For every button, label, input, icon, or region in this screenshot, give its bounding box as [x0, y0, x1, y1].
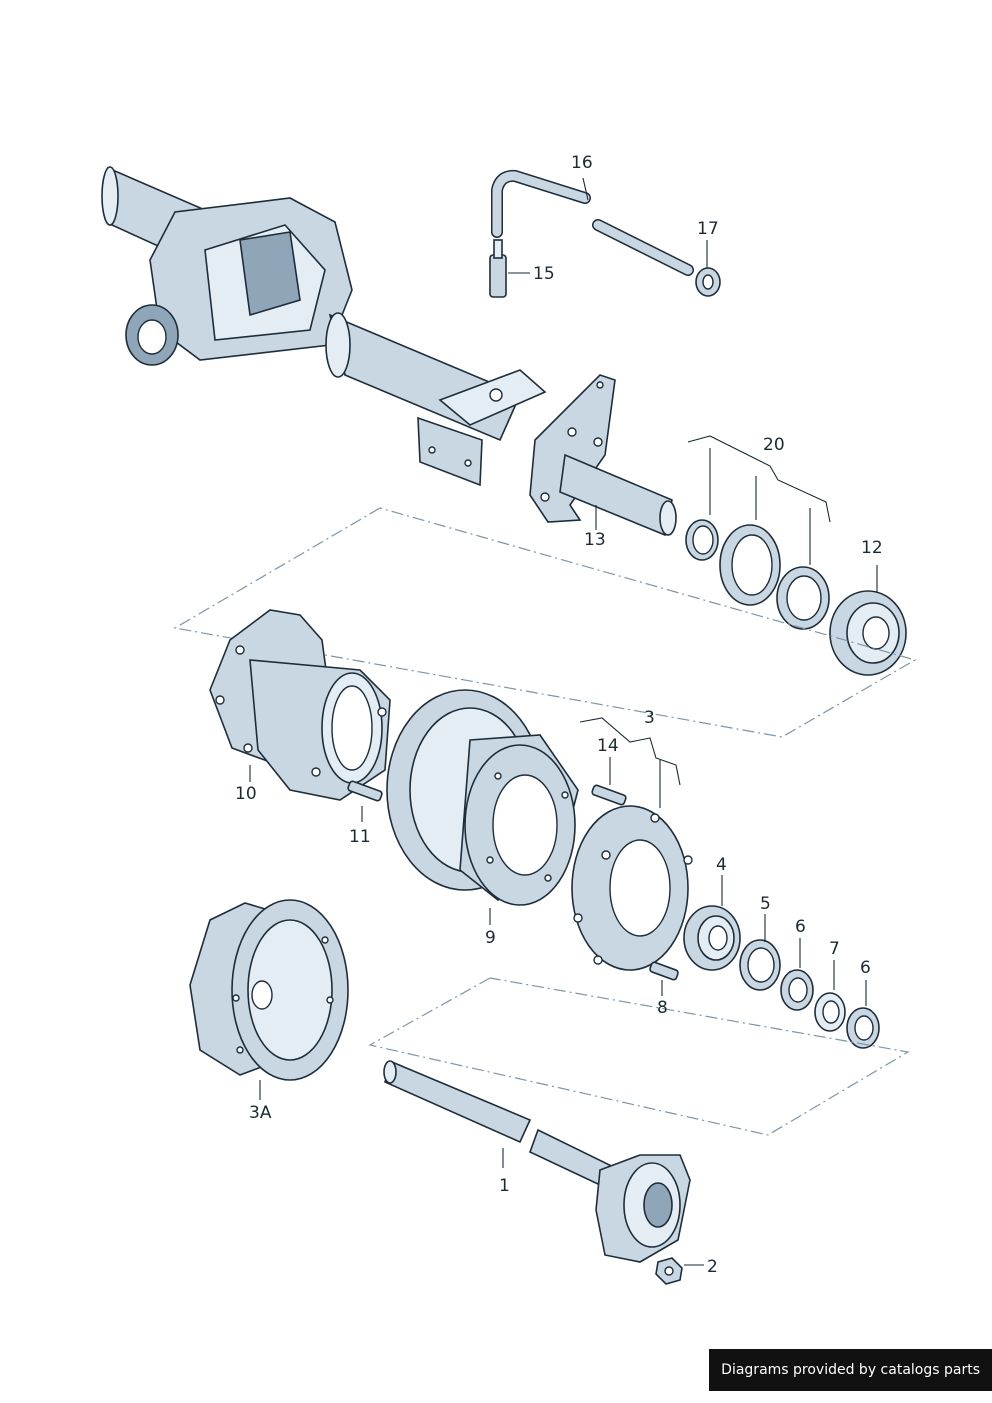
callout-6-left: 6	[795, 917, 806, 937]
callout-8: 8	[657, 998, 668, 1018]
assembly-line-upper	[173, 507, 917, 738]
credit-banner: Diagrams provided by catalogs parts	[709, 1349, 992, 1391]
bearing-4	[683, 875, 741, 971]
bearing-kit-20	[685, 435, 831, 630]
callout-14: 14	[597, 736, 619, 756]
flange-3	[571, 717, 693, 971]
callout-5: 5	[760, 894, 771, 914]
nut-2	[655, 1257, 704, 1285]
callout-2: 2	[707, 1257, 718, 1277]
nut-6-left	[780, 938, 814, 1011]
callout-20: 20	[763, 435, 785, 455]
callout-3: 3	[644, 708, 655, 728]
callout-7: 7	[829, 939, 840, 959]
axle-housing	[101, 166, 677, 537]
nut-6-right	[846, 980, 880, 1049]
screw-8	[649, 961, 679, 996]
drive-shaft-1	[383, 1060, 691, 1263]
lock-washer-7	[814, 960, 846, 1032]
breather-hose	[491, 169, 694, 276]
hose-clamp	[695, 240, 721, 297]
wheel-hub-10	[209, 609, 391, 801]
wheel-bearing-12	[829, 565, 907, 676]
callout-11: 11	[349, 827, 371, 847]
callout-17: 17	[697, 219, 719, 239]
callout-10: 10	[235, 784, 257, 804]
callout-3A: 3A	[249, 1103, 272, 1123]
callout-4: 4	[716, 855, 727, 875]
callout-9: 9	[485, 928, 496, 948]
wheel-bolt-11	[347, 780, 383, 822]
callout-12: 12	[861, 538, 883, 558]
bolt-14	[591, 757, 627, 806]
assembly-line-lower	[368, 977, 910, 1136]
brake-drum-9	[386, 689, 579, 925]
callout-15: 15	[533, 264, 555, 284]
callout-13: 13	[584, 530, 606, 550]
callout-6-right: 6	[860, 958, 871, 978]
callout-1: 1	[499, 1176, 510, 1196]
circlip-5	[739, 914, 781, 991]
hub-3A	[189, 899, 349, 1100]
breather-nipple	[489, 239, 530, 298]
callout-16: 16	[571, 153, 593, 173]
